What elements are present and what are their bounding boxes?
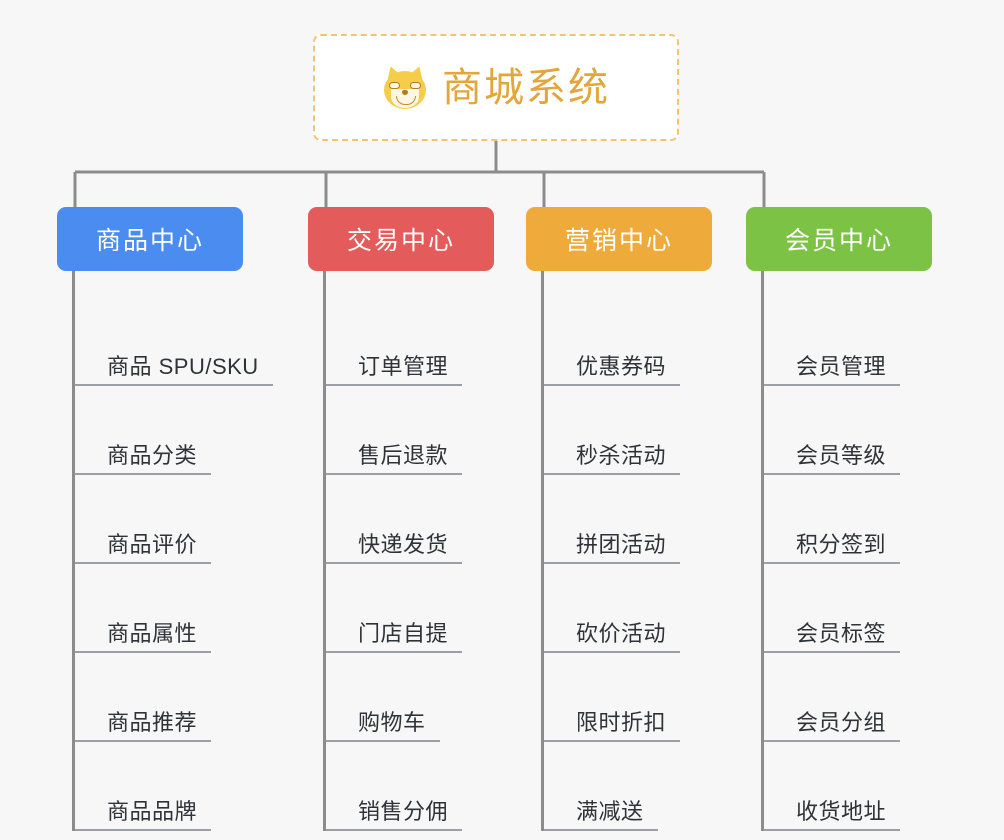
branch-header-3[interactable]: 营销中心 xyxy=(526,207,712,271)
leaf-item-underline xyxy=(75,740,211,742)
leaf-item-label: 秒杀活动 xyxy=(576,442,667,468)
leaf-item[interactable]: 砍价活动 xyxy=(544,564,712,653)
leaf-item-underline xyxy=(75,473,211,475)
leaf-item-label: 会员等级 xyxy=(796,442,887,468)
branch-header-2[interactable]: 交易中心 xyxy=(308,207,494,271)
leaf-item-label: 会员标签 xyxy=(796,620,887,646)
leaf-item[interactable]: 商品品牌 xyxy=(75,742,273,831)
leaf-item[interactable]: 商品分类 xyxy=(75,386,273,475)
branch-children: 优惠券码秒杀活动拼团活动砍价活动限时折扣满减送 xyxy=(541,271,712,831)
branch-column: 营销中心优惠券码秒杀活动拼团活动砍价活动限时折扣满减送 xyxy=(526,207,712,831)
leaf-item-label: 商品推荐 xyxy=(107,709,198,735)
leaf-item-underline xyxy=(326,473,462,475)
leaf-item-underline xyxy=(544,829,658,831)
leaf-item-label: 商品属性 xyxy=(107,620,198,646)
leaf-item-underline xyxy=(75,562,211,564)
leaf-item[interactable]: 门店自提 xyxy=(326,564,494,653)
leaf-item-label: 商品分类 xyxy=(107,442,198,468)
leaf-item[interactable]: 满减送 xyxy=(544,742,712,831)
leaf-item[interactable]: 商品推荐 xyxy=(75,653,273,742)
leaf-item-label: 销售分佣 xyxy=(358,798,449,824)
leaf-item[interactable]: 会员等级 xyxy=(764,386,932,475)
leaf-item-underline xyxy=(544,740,680,742)
leaf-item-underline xyxy=(326,829,462,831)
leaf-item-label: 拼团活动 xyxy=(576,531,667,557)
branch-header-label: 营销中心 xyxy=(564,227,673,255)
leaf-item[interactable]: 购物车 xyxy=(326,653,494,742)
leaf-item-label: 商品品牌 xyxy=(107,798,198,824)
leaf-item-underline xyxy=(764,829,900,831)
branch-children: 会员管理会员等级积分签到会员标签会员分组收货地址 xyxy=(761,271,932,831)
leaf-item[interactable]: 秒杀活动 xyxy=(544,386,712,475)
leaf-item[interactable]: 商品 SPU/SKU xyxy=(75,297,273,386)
leaf-item-label: 满减送 xyxy=(576,798,644,824)
shiba-dog-icon xyxy=(382,63,428,111)
leaf-item-underline xyxy=(75,829,211,831)
root-title: 商城系统 xyxy=(442,65,610,110)
leaf-item-underline xyxy=(326,562,462,564)
leaf-item-underline xyxy=(764,473,900,475)
branch-header-label: 商品中心 xyxy=(95,227,204,255)
leaf-item-underline xyxy=(544,384,680,386)
leaf-item-underline xyxy=(764,562,900,564)
leaf-item-label: 商品 SPU/SKU xyxy=(107,353,259,379)
leaf-item-underline xyxy=(326,384,462,386)
leaf-item[interactable]: 会员管理 xyxy=(764,297,932,386)
branch-header-1[interactable]: 商品中心 xyxy=(57,207,243,271)
leaf-item-underline xyxy=(764,651,900,653)
leaf-item[interactable]: 优惠券码 xyxy=(544,297,712,386)
leaf-item-label: 限时折扣 xyxy=(576,709,667,735)
leaf-item[interactable]: 会员分组 xyxy=(764,653,932,742)
leaf-item[interactable]: 拼团活动 xyxy=(544,475,712,564)
leaf-item[interactable]: 销售分佣 xyxy=(326,742,494,831)
leaf-item[interactable]: 商品属性 xyxy=(75,564,273,653)
leaf-item-label: 商品评价 xyxy=(107,531,198,557)
leaf-item-label: 售后退款 xyxy=(358,442,449,468)
root-node-content: 商城系统 xyxy=(382,63,610,111)
leaf-item[interactable]: 限时折扣 xyxy=(544,653,712,742)
leaf-item[interactable]: 商品评价 xyxy=(75,475,273,564)
leaf-item-label: 砍价活动 xyxy=(576,620,667,646)
leaf-item[interactable]: 会员标签 xyxy=(764,564,932,653)
leaf-item-underline xyxy=(544,651,680,653)
leaf-item[interactable]: 收货地址 xyxy=(764,742,932,831)
leaf-item-label: 快递发货 xyxy=(358,531,449,557)
leaf-item-label: 门店自提 xyxy=(358,620,449,646)
leaf-item-underline xyxy=(326,740,440,742)
branch-column: 交易中心订单管理售后退款快递发货门店自提购物车销售分佣 xyxy=(308,207,494,831)
branch-header-label: 会员中心 xyxy=(784,227,893,255)
leaf-item-label: 会员分组 xyxy=(796,709,887,735)
leaf-item-label: 优惠券码 xyxy=(576,353,667,379)
leaf-item-underline xyxy=(764,384,900,386)
leaf-item-underline xyxy=(326,651,462,653)
leaf-item-underline xyxy=(764,740,900,742)
leaf-item-label: 收货地址 xyxy=(796,798,887,824)
leaf-item-label: 会员管理 xyxy=(796,353,887,379)
leaf-item-underline xyxy=(544,473,680,475)
branch-children: 商品 SPU/SKU 商品分类商品评价商品属性商品推荐商品品牌 xyxy=(72,271,273,831)
leaf-item-underline xyxy=(75,384,273,386)
leaf-item[interactable]: 快递发货 xyxy=(326,475,494,564)
leaf-item-label: 订单管理 xyxy=(358,353,449,379)
leaf-item[interactable]: 售后退款 xyxy=(326,386,494,475)
root-node[interactable]: 商城系统 xyxy=(313,34,679,141)
branch-column: 商品中心商品 SPU/SKU 商品分类商品评价商品属性商品推荐商品品牌 xyxy=(57,207,273,831)
leaf-item[interactable]: 积分签到 xyxy=(764,475,932,564)
branch-header-label: 交易中心 xyxy=(346,227,455,255)
leaf-item-label: 积分签到 xyxy=(796,531,887,557)
leaf-item-underline xyxy=(75,651,211,653)
leaf-item-underline xyxy=(544,562,680,564)
branch-column: 会员中心会员管理会员等级积分签到会员标签会员分组收货地址 xyxy=(746,207,932,831)
leaf-item[interactable]: 订单管理 xyxy=(326,297,494,386)
branch-header-4[interactable]: 会员中心 xyxy=(746,207,932,271)
branch-children: 订单管理售后退款快递发货门店自提购物车销售分佣 xyxy=(323,271,494,831)
leaf-item-label: 购物车 xyxy=(358,709,426,735)
